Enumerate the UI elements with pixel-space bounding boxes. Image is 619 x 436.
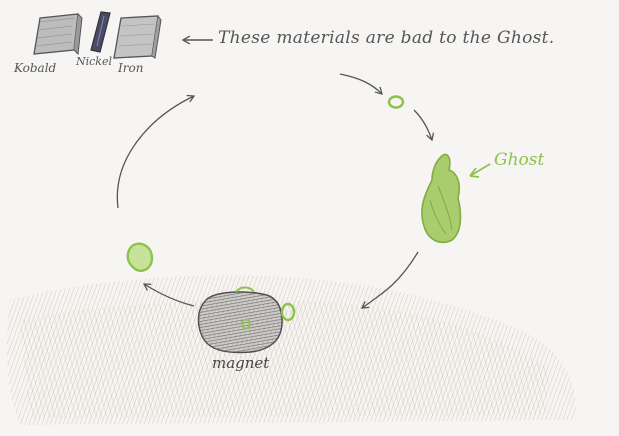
label-kobald: Kobald [14,62,56,74]
label-ghost: Ghost [494,152,544,169]
kobald-slab-icon [34,14,82,54]
label-magnet: magnet [212,356,269,371]
ghost-blob-left [128,244,152,271]
label-iron: Iron [118,62,143,74]
ghost-arrow [470,164,490,177]
ghost-figure [422,154,461,242]
label-nickel: Nickel [76,56,112,67]
ghost-blob-small [389,97,403,108]
ground-area [7,275,576,425]
nickel-bar-icon [91,12,110,52]
materials-note: These materials are bad to the Ghost. [218,30,555,47]
iron-slab-icon [114,16,161,58]
cycle-arrows [117,74,432,308]
